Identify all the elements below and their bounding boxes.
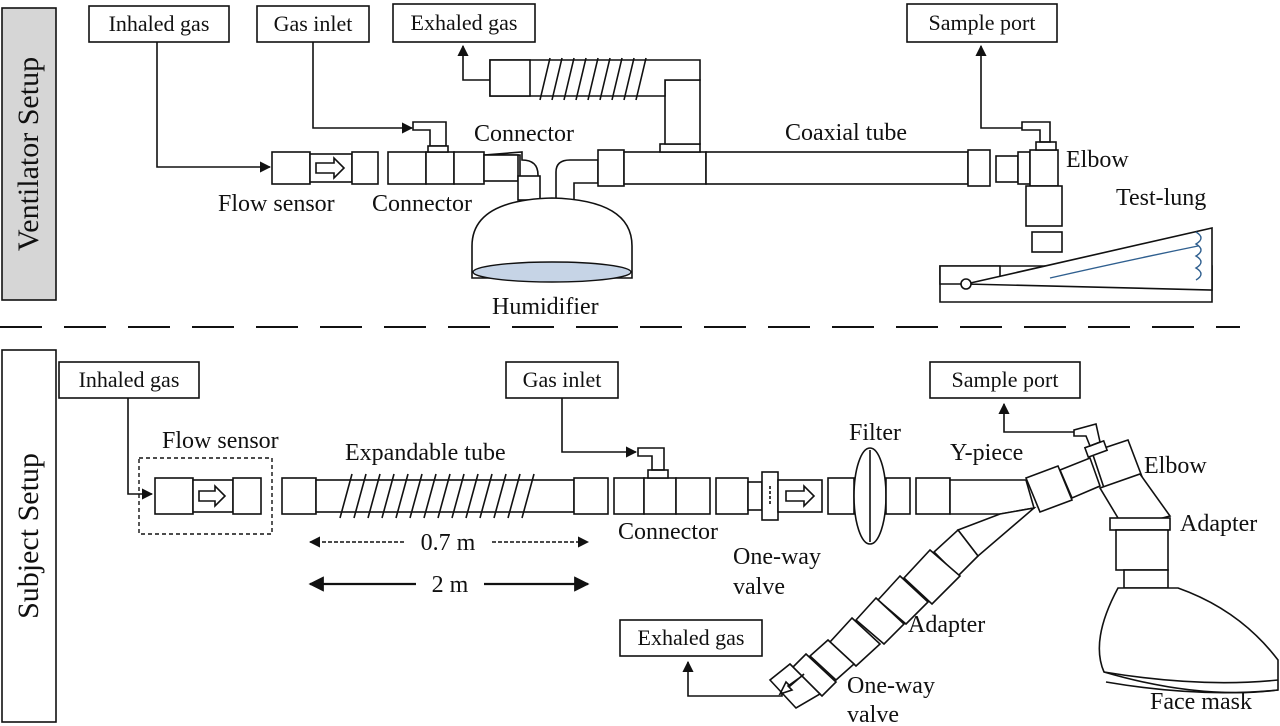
vent-gas-inlet-label: Gas inlet [256, 5, 370, 43]
vent-gas-inlet-connector [387, 121, 485, 185]
subj-inhaled-arrow [127, 398, 154, 500]
svg-text:Inhaled gas: Inhaled gas [79, 367, 180, 392]
svg-text:Inhaled gas: Inhaled gas [109, 11, 210, 36]
subj-exhaled-gas-label: Exhaled gas [619, 619, 763, 657]
subj-connector-label: Connector [618, 519, 718, 545]
subj-gas-inlet-arrow [561, 398, 638, 458]
subj-adapter-upper-label: Adapter [1180, 511, 1257, 537]
subj-flow-sensor [138, 457, 273, 535]
subject-section-title: Subject Setup [12, 453, 45, 619]
subject-section-label: Subject Setup [1, 349, 57, 723]
subj-valve-1-label-line2: valve [733, 574, 785, 600]
vent-humidifier [471, 197, 633, 283]
subj-valve-2-label-line2: valve [847, 702, 899, 726]
vent-test-lung [939, 226, 1213, 303]
subj-y-piece [915, 456, 1102, 558]
subj-valve-2-label-line1: One-way [847, 673, 935, 699]
subj-filter-label: Filter [849, 420, 901, 446]
svg-text:Gas inlet: Gas inlet [523, 367, 602, 392]
vent-connector-bottom-label: Connector [372, 191, 472, 217]
svg-text:Sample port: Sample port [929, 10, 1036, 35]
subj-connector [613, 447, 711, 515]
vent-flow-sensor-label: Flow sensor [218, 191, 335, 217]
vent-elbow-label: Elbow [1066, 147, 1129, 173]
svg-text:Exhaled gas: Exhaled gas [638, 625, 745, 650]
subj-sample-port-label: Sample port [929, 361, 1081, 399]
vent-test-lung-label: Test-lung [1116, 185, 1206, 211]
vent-humidifier-inlet-elbow [483, 151, 599, 201]
vent-connector-top-label: Connector [474, 121, 574, 147]
vent-coaxial-tube [489, 57, 991, 187]
svg-text:Gas inlet: Gas inlet [274, 11, 353, 36]
svg-text:Sample port: Sample port [952, 367, 1059, 392]
subj-face-mask [1098, 569, 1279, 694]
vent-coaxial-tube-label: Coaxial tube [785, 120, 907, 146]
subj-y-piece-label: Y-piece [950, 440, 1023, 466]
vent-gas-inlet-arrow [312, 42, 414, 134]
subj-adapter-upper [1109, 517, 1171, 571]
subj-gas-inlet-label: Gas inlet [505, 361, 619, 399]
subj-expiratory-limb [768, 528, 980, 710]
subj-adapter-lower-label: Adapter [908, 612, 985, 638]
subj-elbow [1073, 423, 1172, 529]
subj-expandable-tube-label: Expandable tube [345, 440, 506, 466]
svg-text:Exhaled gas: Exhaled gas [411, 10, 518, 35]
subj-elbow-label: Elbow [1144, 453, 1207, 479]
subj-inhaled-gas-label: Inhaled gas [58, 361, 200, 399]
subj-one-way-valve-1 [715, 471, 823, 521]
subj-exhaled-arrow [682, 660, 783, 697]
vent-exhaled-gas-label: Exhaled gas [392, 3, 536, 43]
subj-filter [827, 447, 911, 545]
subj-expandable-tube [281, 473, 609, 519]
vent-flow-sensor [271, 151, 379, 185]
subj-face-mask-label: Face mask [1150, 689, 1252, 715]
subj-flow-sensor-label: Flow sensor [162, 428, 279, 454]
subj-valve-1-label-line1: One-way [733, 544, 821, 570]
vent-sample-port-label: Sample port [906, 3, 1058, 43]
ventilator-section-label: Ventilator Setup [1, 7, 57, 301]
vent-humidifier-label: Humidifier [492, 294, 599, 320]
vent-inhaled-arrow [156, 42, 272, 173]
subj-sample-arrow [998, 402, 1074, 433]
ventilator-section-title: Ventilator Setup [12, 57, 45, 251]
vent-inhaled-gas-label: Inhaled gas [88, 5, 230, 43]
dim-2m-label: 2 m [432, 572, 469, 598]
vent-exhaled-arrow [457, 44, 490, 81]
vent-sample-arrow [975, 44, 1022, 129]
vent-elbow [995, 121, 1063, 227]
dim-0-7m-label: 0.7 m [421, 530, 476, 556]
